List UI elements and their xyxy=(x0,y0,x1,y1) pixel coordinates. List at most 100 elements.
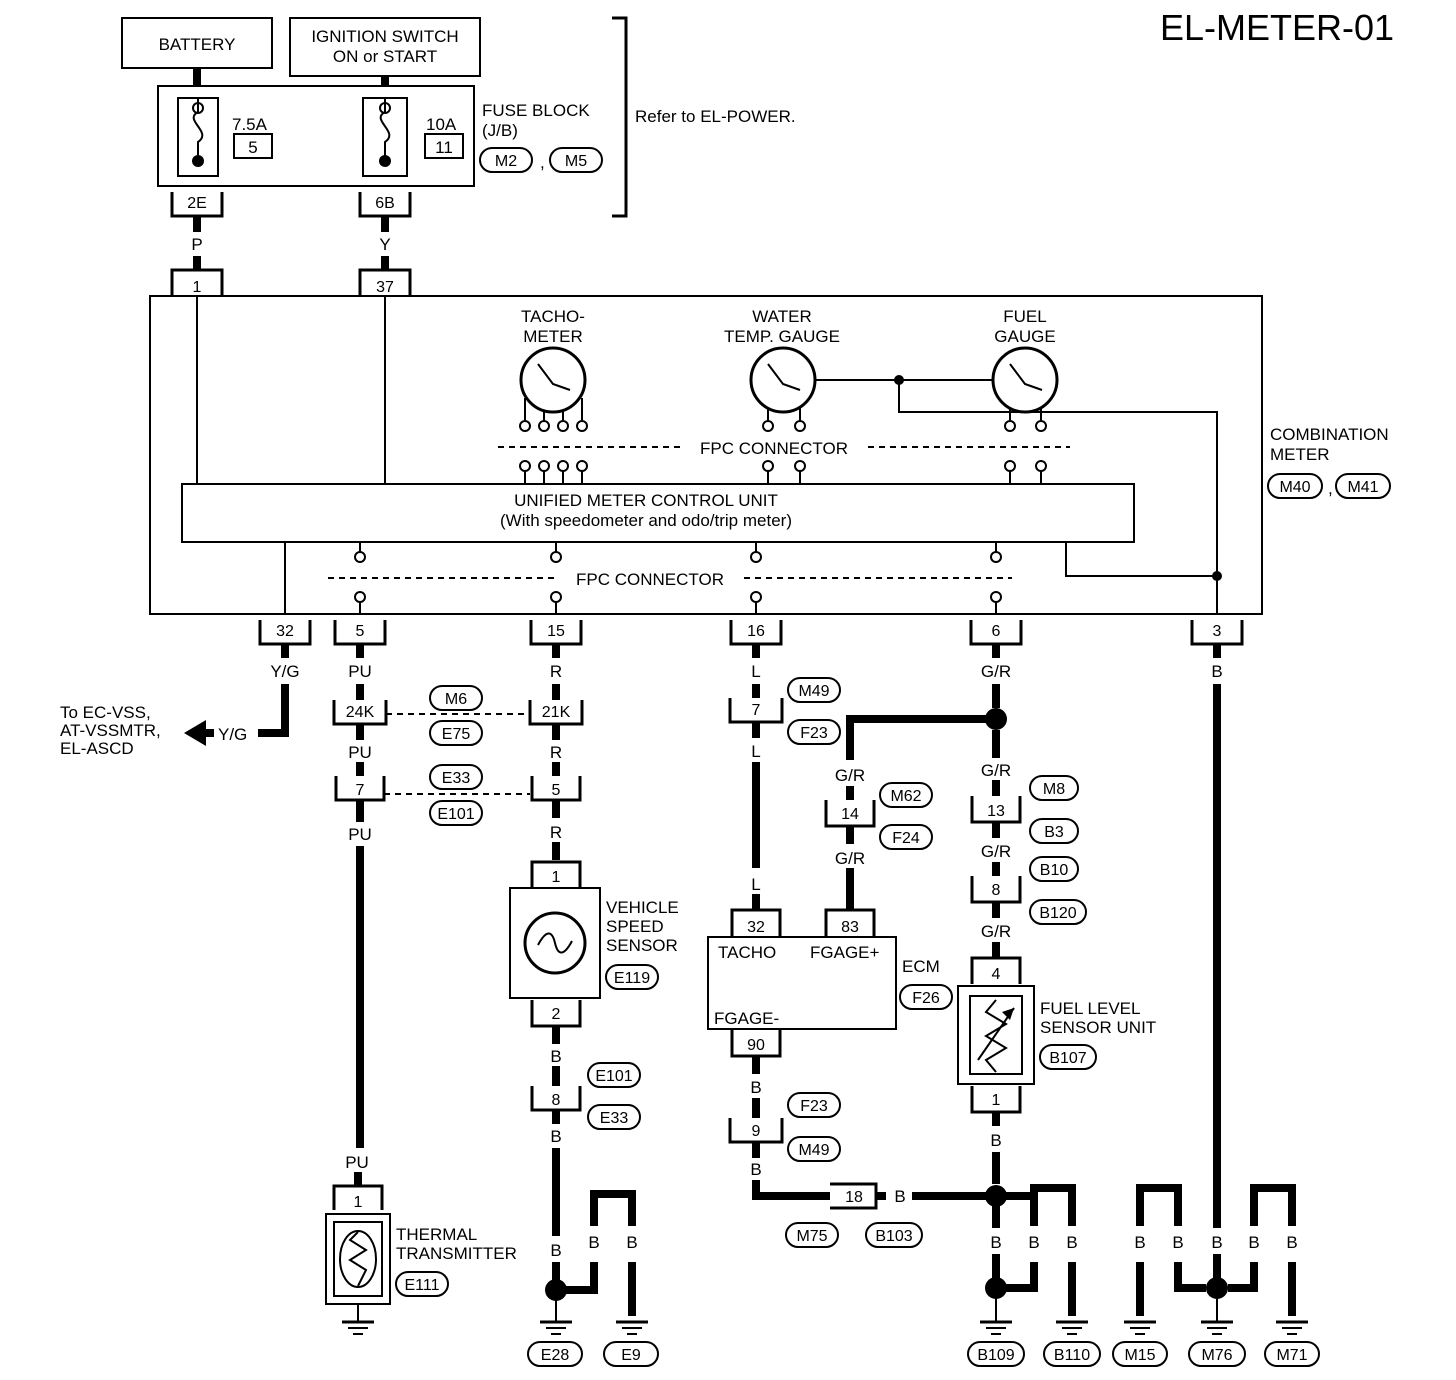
wire-color-b-m15-a: B xyxy=(1134,1233,1145,1252)
battery-label: BATTERY xyxy=(159,35,236,54)
conn-e33-b: E33 xyxy=(600,1110,629,1127)
wire-color-r-3: R xyxy=(550,823,562,842)
meter-pin-1: 1 xyxy=(193,279,202,296)
vehicle-speed-sensor xyxy=(509,887,601,999)
thermal-transmitter xyxy=(325,1213,391,1335)
fuel-gauge-icon xyxy=(991,346,1059,432)
fuel-level-sensor-unit xyxy=(957,985,1035,1085)
wire-color-b-ecm-1: B xyxy=(750,1078,761,1097)
conn-7-e33: 7 xyxy=(356,782,365,799)
wire-color-pu-2: PU xyxy=(348,743,372,762)
wire-color-b-meter: B xyxy=(1211,662,1222,681)
tacho-label-1: TACHO- xyxy=(521,307,585,326)
ignition-label-2: ON or START xyxy=(333,47,437,66)
conn-m49-a: M49 xyxy=(798,683,829,700)
ecm-box xyxy=(707,936,897,1030)
diagram-title: EL-METER-01 xyxy=(1160,7,1394,48)
fuse-block-title-1: FUSE BLOCK xyxy=(482,101,590,120)
meter-pin-37: 37 xyxy=(376,279,394,296)
ecm-tacho: TACHO xyxy=(718,943,776,962)
water-label-1: WATER xyxy=(752,307,812,326)
ecm-label: ECM xyxy=(902,957,940,976)
wire-color-l-3: L xyxy=(751,875,760,894)
wire-color-pu-1: PU xyxy=(348,662,372,681)
wire-color-gr-1: G/R xyxy=(981,662,1011,681)
conn-14-m62: 14 xyxy=(841,806,859,823)
battery-box: BATTERY xyxy=(121,17,273,69)
wire-color-b-b110-b: B xyxy=(1066,1233,1077,1252)
conn-24k: 24K xyxy=(346,704,375,721)
conn-13-m8: 13 xyxy=(987,803,1005,820)
wire-color-b-fl-1: B xyxy=(990,1131,1001,1150)
fuse-block-title-2: (J/B) xyxy=(482,121,518,140)
combination-meter-label-1: COMBINATION xyxy=(1270,425,1389,444)
wire-color-b-b110-a: B xyxy=(1028,1233,1039,1252)
conn-b10: B10 xyxy=(1040,862,1069,879)
conn-8-b10: 8 xyxy=(992,882,1001,899)
conn-b3: B3 xyxy=(1044,824,1064,841)
wire-color-b-m71-b: B xyxy=(1286,1233,1297,1252)
wire-color-b-m71-a: B xyxy=(1248,1233,1259,1252)
fuel-level-label-1: FUEL LEVEL xyxy=(1040,999,1140,1018)
wire-color-b-vss-1: B xyxy=(550,1047,561,1066)
wire-color-b-fl-2: B xyxy=(990,1233,1001,1252)
combination-meter: TACHO- METER WATER TEMP. GAUGE FUEL xyxy=(149,295,1263,615)
thermal-label-1: THERMAL xyxy=(396,1225,477,1244)
conn-f23-b: F23 xyxy=(800,1098,828,1115)
vss-label-1: VEHICLE xyxy=(606,898,679,917)
conn-m62: M62 xyxy=(890,788,921,805)
wire-color-gr-ecm-1: G/R xyxy=(835,766,865,785)
ground-m76: M76 xyxy=(1201,1347,1232,1364)
wire-color-pu-3: PU xyxy=(348,825,372,844)
wire-color-r-2: R xyxy=(550,743,562,762)
thermal-label-2: TRANSMITTER xyxy=(396,1244,517,1263)
wire-color-yg-1: Y/G xyxy=(270,662,299,681)
ecm-fgage-plus: FGAGE+ xyxy=(810,943,880,962)
conn-18-m75: 18 xyxy=(845,1189,863,1206)
wire-color-l-2: L xyxy=(751,742,760,761)
ground-e9: E9 xyxy=(621,1347,641,1364)
conn-fl-4: 4 xyxy=(992,966,1001,983)
svg-text:,: , xyxy=(540,153,545,172)
conn-m6: M6 xyxy=(445,691,467,708)
vss-conn-e119: E119 xyxy=(614,970,650,987)
wire-color-b-ecm-2: B xyxy=(750,1160,761,1179)
ground-b110: B110 xyxy=(1054,1347,1090,1364)
tacho-label-2: METER xyxy=(523,327,583,346)
ecm-pin-83: 83 xyxy=(841,919,859,936)
unit-label-2: (With speedometer and odo/trip meter) xyxy=(500,511,792,530)
wire-color-b-m76: B xyxy=(1211,1233,1222,1252)
ignition-label-1: IGNITION SWITCH xyxy=(311,27,458,46)
meter-pin-32: 32 xyxy=(276,623,294,640)
conn-m49-b: M49 xyxy=(798,1142,829,1159)
meter-pin-15: 15 xyxy=(547,623,565,640)
fuse-b-amp: 10A xyxy=(426,115,457,134)
wire-color-b-e9-b: B xyxy=(626,1233,637,1252)
fuel-level-conn-b107: B107 xyxy=(1049,1050,1086,1067)
conn-tt-1: 1 xyxy=(354,1194,363,1211)
conn-5-e33: 5 xyxy=(552,782,561,799)
ground-m71: M71 xyxy=(1276,1347,1307,1364)
wire-color-b-vss-3: B xyxy=(550,1241,561,1260)
conn-b103: B103 xyxy=(875,1228,912,1245)
conn-m75: M75 xyxy=(796,1228,827,1245)
wire-color-yg-2: Y/G xyxy=(218,725,247,744)
conn-7-m49: 7 xyxy=(752,702,761,719)
fuse-a-num: 5 xyxy=(248,138,257,157)
svg-text:,: , xyxy=(1328,479,1333,498)
wire-color-b-e9-a: B xyxy=(588,1233,599,1252)
conn-e75: E75 xyxy=(442,726,471,743)
wire-color-b-ecm-3: B xyxy=(894,1187,905,1206)
ignition-switch-box: IGNITION SWITCH ON or START xyxy=(289,17,481,77)
fuse-conn-m5: M5 xyxy=(565,153,587,170)
meter-pin-6: 6 xyxy=(992,623,1001,640)
conn-f24: F24 xyxy=(892,830,920,847)
unified-meter-control-unit xyxy=(181,483,1135,543)
refer-note: Refer to EL-POWER. xyxy=(635,107,796,126)
ground-e28: E28 xyxy=(541,1347,570,1364)
fuse-block: 7.5A 5 10A 11 xyxy=(157,85,475,187)
vss-label-2: SPEED xyxy=(606,917,664,936)
fuse-term-6b: 6B xyxy=(375,195,395,212)
vss-label-3: SENSOR xyxy=(606,936,678,955)
meter-pin-3: 3 xyxy=(1213,623,1222,640)
